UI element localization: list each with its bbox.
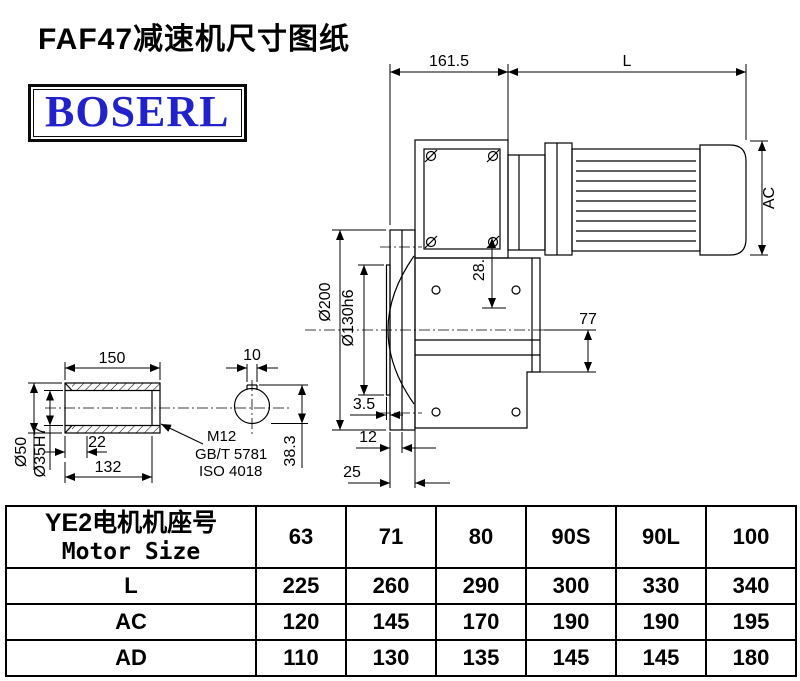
dim-28-label: 28. (471, 259, 488, 281)
dim-3-5-label: 3.5 (353, 396, 375, 413)
table-row-ac: AC 120 145 170 190 190 195 (5, 603, 797, 641)
dim-200-label: Ø200 (317, 282, 334, 321)
thread-m12-label: M12 (207, 428, 236, 445)
table-cell: 190 (615, 603, 707, 641)
row-label-l: L (5, 567, 257, 605)
dim-161-5-label: 161.5 (429, 53, 469, 70)
table-cell: 135 (435, 639, 527, 677)
page-title: FAF47减速机尺寸图纸 (38, 23, 351, 56)
shaft-dim-132-label: 132 (95, 459, 122, 476)
brand-logo: BOSERL (28, 84, 247, 142)
shaft-dim-22-label: 22 (88, 434, 106, 451)
technical-drawing: 161.5 L AC Ø200 Ø130h6 28. 77 3.5 12 25 … (13, 53, 778, 488)
row-label-ad: AD (5, 639, 257, 677)
row-label-ac: AC (5, 603, 257, 641)
motor-size-header-cn: YE2电机机座号 (44, 509, 218, 537)
table-cell: 330 (615, 567, 707, 605)
table-cell: 170 (435, 603, 527, 641)
dim-l-label: L (623, 53, 632, 70)
table-cell: 195 (705, 603, 797, 641)
table-row-l: L 225 260 290 300 330 340 (5, 567, 797, 605)
dim-25-label: 25 (343, 464, 361, 481)
motor-size-header-en: Motor Size (61, 539, 201, 565)
col-header-90s: 90S (525, 505, 617, 569)
table-cell: 145 (345, 603, 437, 641)
gearbox-outline (385, 139, 541, 431)
col-header-90l: 90L (615, 505, 707, 569)
col-header-100: 100 (705, 505, 797, 569)
table-cell: 300 (525, 567, 617, 605)
motor-size-table: YE2电机机座号 Motor Size 63 71 80 90S 90L 100… (5, 505, 797, 677)
table-cell: 145 (525, 639, 617, 677)
dimension-lines (28, 64, 768, 488)
table-cell: 120 (255, 603, 347, 641)
motor-outline (507, 142, 747, 256)
brand-logo-text: BOSERL (45, 87, 230, 136)
shaft-dim-150-label: 150 (99, 350, 126, 367)
spec-table-wrap: YE2电机机座号 Motor Size 63 71 80 90S 90L 100… (5, 505, 797, 677)
table-cell: 130 (345, 639, 437, 677)
col-header-63: 63 (255, 505, 347, 569)
table-cell: 290 (435, 567, 527, 605)
table-cell: 260 (345, 567, 437, 605)
dim-77-label: 77 (579, 311, 597, 328)
table-cell: 180 (705, 639, 797, 677)
col-header-80: 80 (435, 505, 527, 569)
shaft-dim-50-label: Ø50 (13, 437, 30, 467)
shaft-section-hatch (72, 383, 160, 433)
motor-size-header: YE2电机机座号 Motor Size (5, 505, 257, 569)
dim-130h6-label: Ø130h6 (340, 289, 357, 346)
table-cell: 225 (255, 567, 347, 605)
col-header-71: 71 (345, 505, 437, 569)
table-cell: 190 (525, 603, 617, 641)
table-cell: 340 (705, 567, 797, 605)
dim-12-label: 12 (359, 429, 377, 446)
standard-iso-label: ISO 4018 (199, 463, 262, 480)
shaft-dim-35h7-label: Ø35H7 (32, 427, 49, 478)
table-row-ad: AD 110 130 135 145 145 180 (5, 639, 797, 677)
dim-ac-label: AC (761, 187, 778, 209)
table-cell: 145 (615, 639, 707, 677)
dim-38-3-label: 38.3 (282, 435, 299, 466)
standard-gb-label: GB/T 5781 (195, 446, 267, 463)
table-cell: 110 (255, 639, 347, 677)
key-dim-10-label: 10 (243, 347, 261, 364)
